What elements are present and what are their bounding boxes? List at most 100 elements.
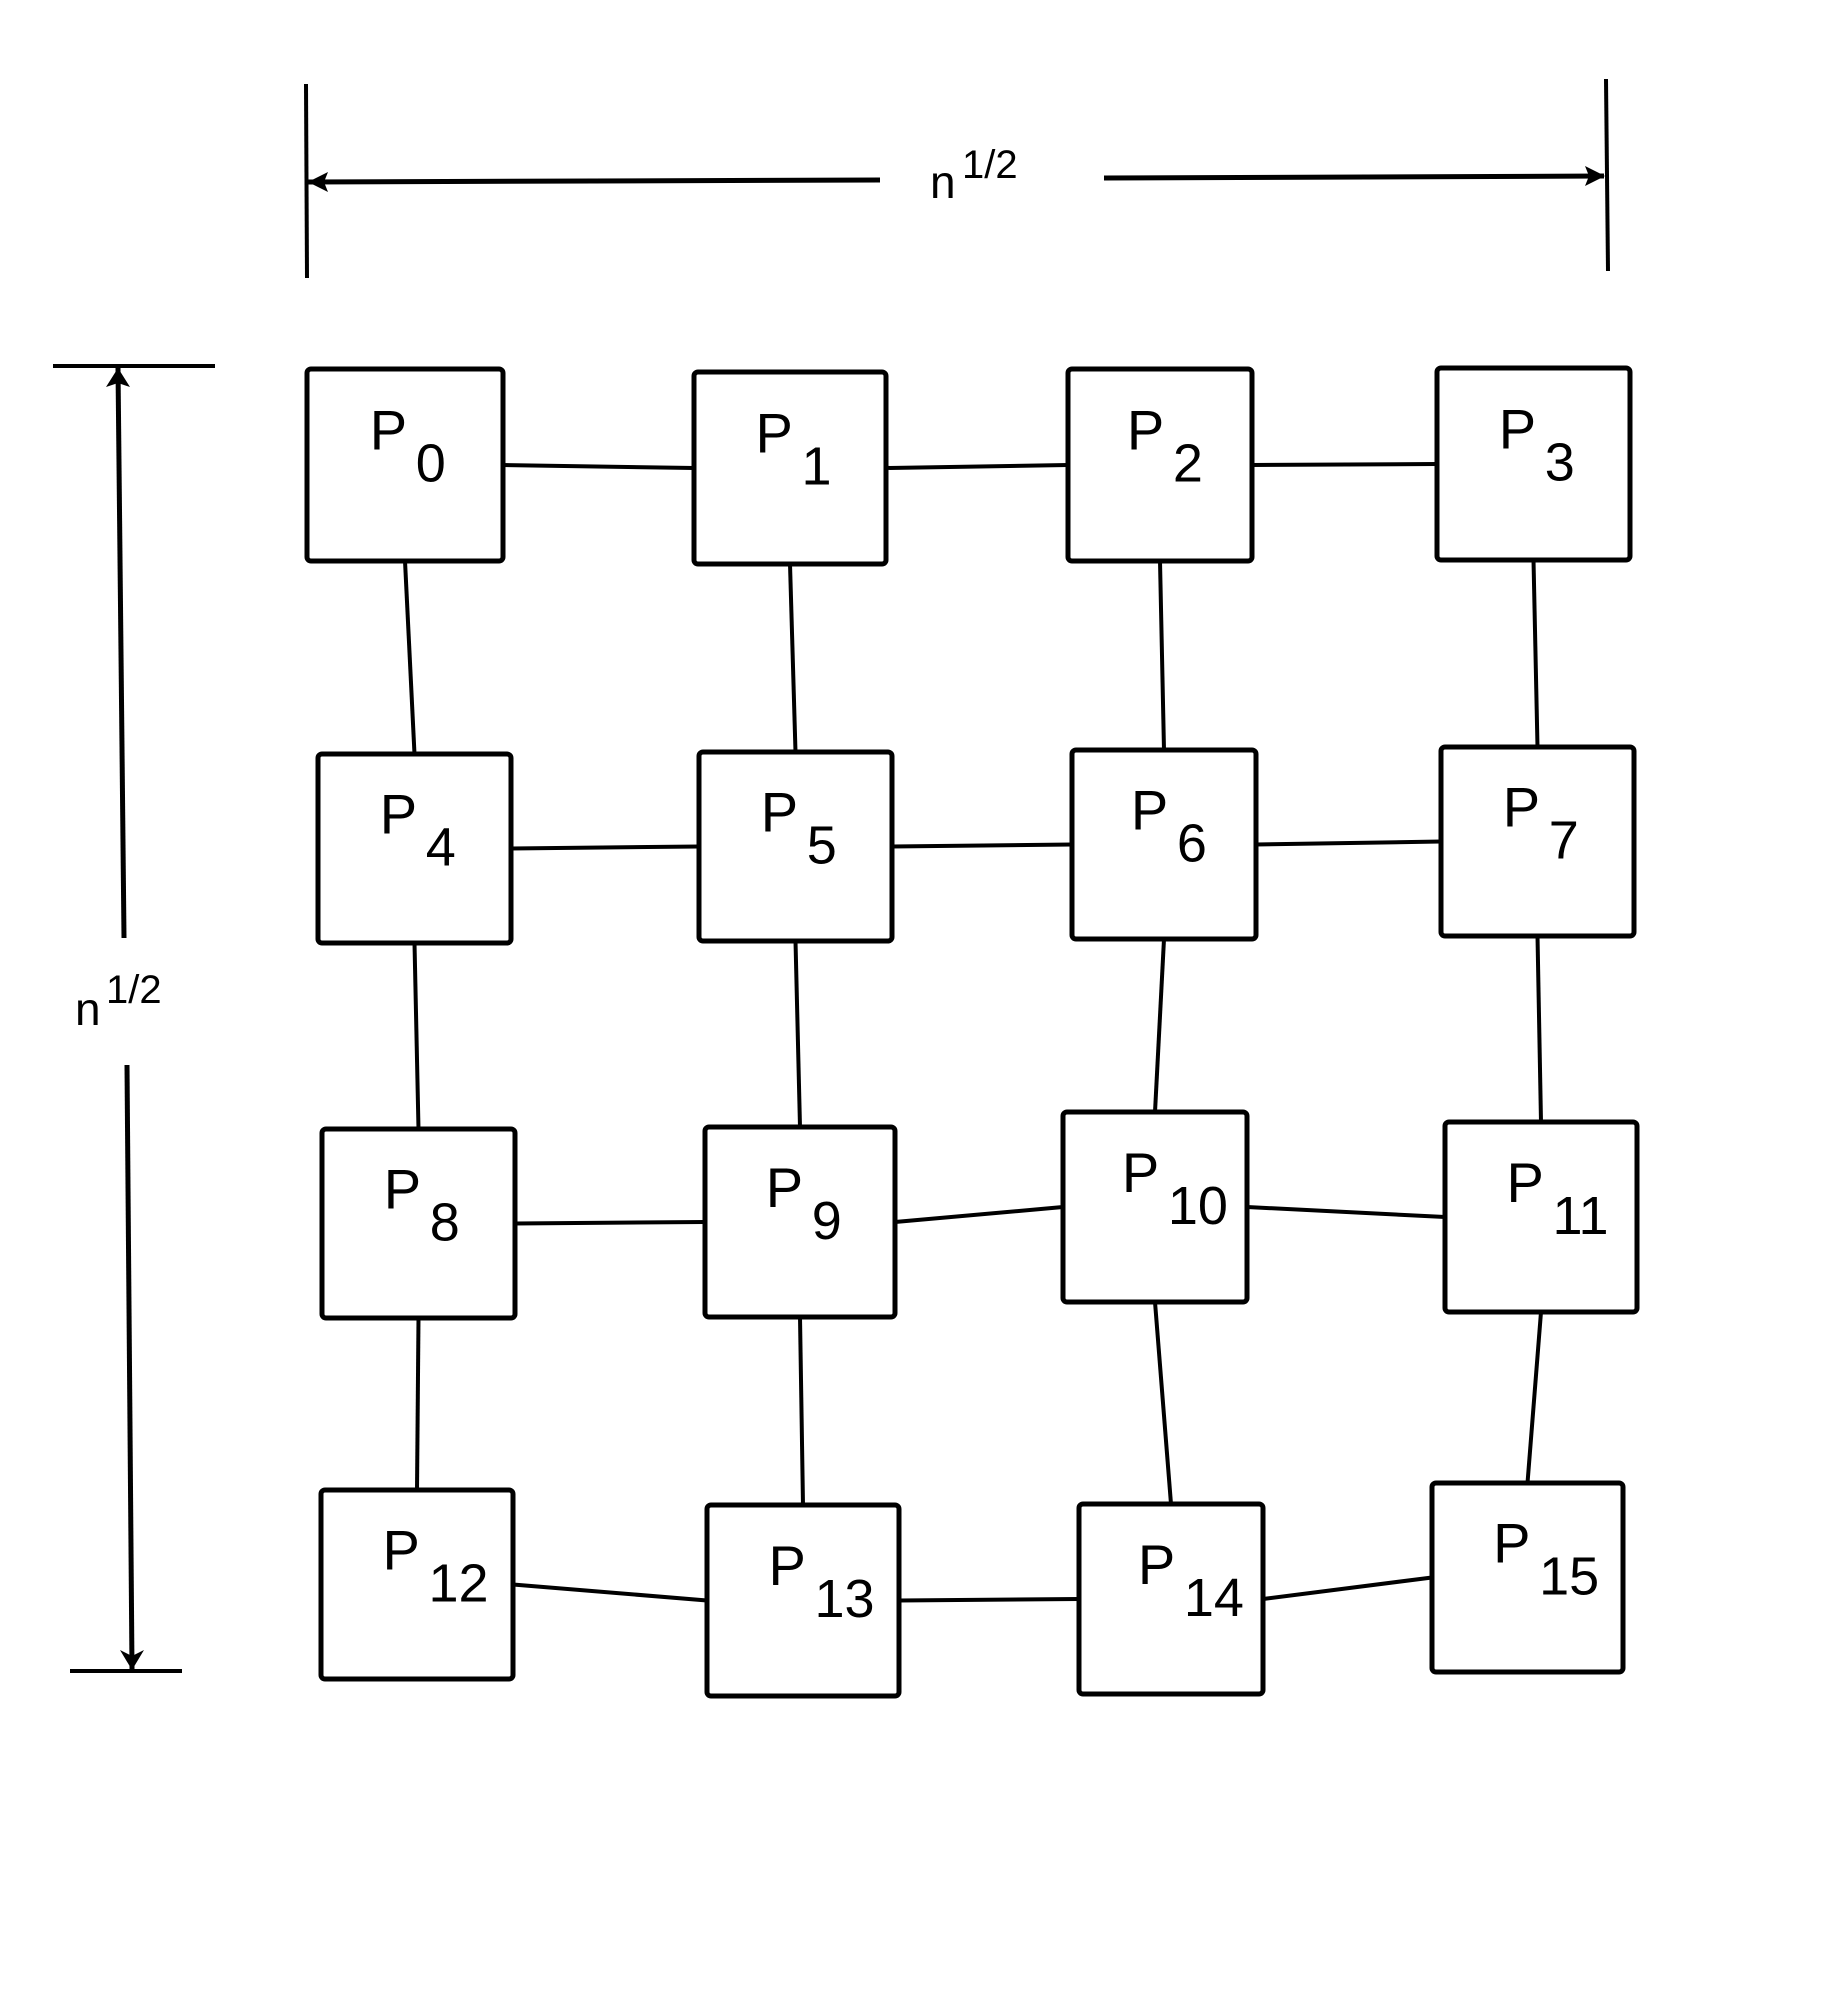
vertical-link-7-11 — [1535, 935, 1543, 1123]
processor-box — [1429, 1480, 1626, 1675]
processor-box — [704, 1502, 902, 1699]
height-arrow-top-line — [115, 367, 127, 939]
width-extension-left — [304, 83, 309, 279]
horizontal-link-8-9 — [514, 1220, 706, 1226]
processor-node-p4: P4 — [315, 751, 514, 946]
processor-node-p10: P10 — [1060, 1109, 1250, 1305]
processor-label: P — [1131, 778, 1168, 841]
processor-node-p9: P9 — [702, 1124, 898, 1320]
horizontal-link-12-13 — [512, 1582, 708, 1603]
processor-box — [304, 366, 506, 564]
processor-box — [696, 749, 895, 944]
processor-node-p8: P8 — [319, 1126, 518, 1321]
arrowhead-up-icon — [106, 368, 130, 387]
horizontal-link-0-1 — [502, 463, 695, 470]
processor-box — [1438, 744, 1637, 939]
processor-subscript: 14 — [1184, 1568, 1244, 1628]
processor-subscript: 12 — [428, 1553, 488, 1613]
processor-node-p3: P3 — [1434, 365, 1633, 563]
processor-node-p6: P6 — [1069, 747, 1259, 942]
vertical-link-6-10 — [1153, 938, 1166, 1113]
vertical-link-2-6 — [1158, 560, 1166, 751]
horizontal-link-2-3 — [1251, 462, 1438, 467]
processor-label: P — [382, 1518, 419, 1581]
processor-subscript: 0 — [416, 434, 446, 494]
processor-label: P — [370, 399, 407, 462]
vertical-link-3-7 — [1531, 559, 1540, 748]
vertical-link-10-14 — [1153, 1301, 1173, 1505]
processor-label: P — [1499, 398, 1536, 461]
processor-subscript: 15 — [1539, 1546, 1599, 1606]
processor-node-p13: P13 — [704, 1502, 902, 1699]
processor-box — [1442, 1119, 1640, 1315]
processor-box — [1434, 365, 1633, 563]
processor-label: P — [766, 1156, 803, 1219]
processor-node-p1: P1 — [691, 369, 889, 567]
horizontal-link-13-14 — [898, 1597, 1080, 1603]
arrowhead-right-icon — [1585, 166, 1605, 186]
processor-box — [318, 1487, 516, 1682]
width-extension-right — [1604, 78, 1610, 272]
processor-subscript: 1 — [801, 437, 831, 497]
horizontal-link-14-15 — [1262, 1575, 1433, 1601]
processor-node-p12: P12 — [318, 1487, 516, 1682]
vertical-link-4-8 — [412, 942, 421, 1130]
processor-label: P — [755, 402, 792, 465]
mesh-links — [403, 462, 1543, 1603]
width-label-exponent: 1/2 — [962, 143, 1018, 187]
processor-node-p7: P7 — [1438, 744, 1637, 939]
processor-label: P — [1503, 775, 1540, 838]
processor-label: P — [761, 780, 798, 843]
processor-subscript: 13 — [814, 1569, 874, 1629]
processor-box — [702, 1124, 898, 1320]
processor-box — [315, 751, 514, 946]
vertical-link-5-9 — [793, 940, 802, 1128]
horizontal-link-1-2 — [885, 463, 1069, 470]
processor-subscript: 2 — [1173, 434, 1203, 494]
processor-label: P — [1122, 1141, 1159, 1204]
processor-label: P — [384, 1157, 421, 1220]
processor-subscript: 3 — [1545, 433, 1575, 493]
processor-label: P — [380, 782, 417, 845]
processor-box — [1076, 1501, 1266, 1697]
processor-subscript: 5 — [807, 815, 837, 875]
vertical-link-1-5 — [788, 563, 798, 753]
processor-label: P — [1127, 399, 1164, 462]
vertical-link-0-4 — [403, 560, 417, 755]
height-dimension: n 1/2 — [53, 364, 215, 1673]
vertical-link-11-15 — [1525, 1311, 1543, 1484]
processor-subscript: 11 — [1552, 1186, 1608, 1246]
horizontal-link-4-5 — [510, 844, 700, 851]
processor-subscript: 6 — [1177, 813, 1207, 873]
processor-subscript: 4 — [426, 817, 456, 877]
processor-label: P — [1506, 1151, 1543, 1214]
horizontal-link-9-10 — [894, 1205, 1064, 1224]
height-label-exponent: 1/2 — [106, 968, 162, 1012]
processor-subscript: 9 — [812, 1191, 842, 1251]
processor-node-p11: P11 — [1442, 1119, 1640, 1315]
processor-node-p0: P0 — [304, 366, 506, 564]
processor-label: P — [1493, 1511, 1530, 1574]
processor-box — [1065, 366, 1255, 564]
processor-subscript: 10 — [1168, 1176, 1228, 1236]
processor-subscript: 8 — [430, 1192, 460, 1252]
horizontal-link-5-6 — [891, 842, 1073, 849]
horizontal-link-6-7 — [1255, 839, 1442, 847]
processor-node-p14: P14 — [1076, 1501, 1266, 1697]
width-arrow-right-line — [1103, 173, 1605, 181]
processor-box — [1060, 1109, 1250, 1305]
width-arrow-left-line — [307, 177, 881, 185]
arrowhead-left-icon — [308, 172, 328, 192]
arrowhead-down-icon — [120, 1650, 144, 1670]
width-label-base: n — [930, 156, 956, 208]
processor-label: P — [1138, 1533, 1175, 1596]
horizontal-link-10-11 — [1246, 1205, 1446, 1219]
processor-label: P — [768, 1534, 805, 1597]
height-arrow-bottom-line — [124, 1064, 135, 1670]
processor-box — [691, 369, 889, 567]
processor-node-p2: P2 — [1065, 366, 1255, 564]
vertical-link-8-12 — [415, 1317, 421, 1491]
processor-box — [1069, 747, 1259, 942]
